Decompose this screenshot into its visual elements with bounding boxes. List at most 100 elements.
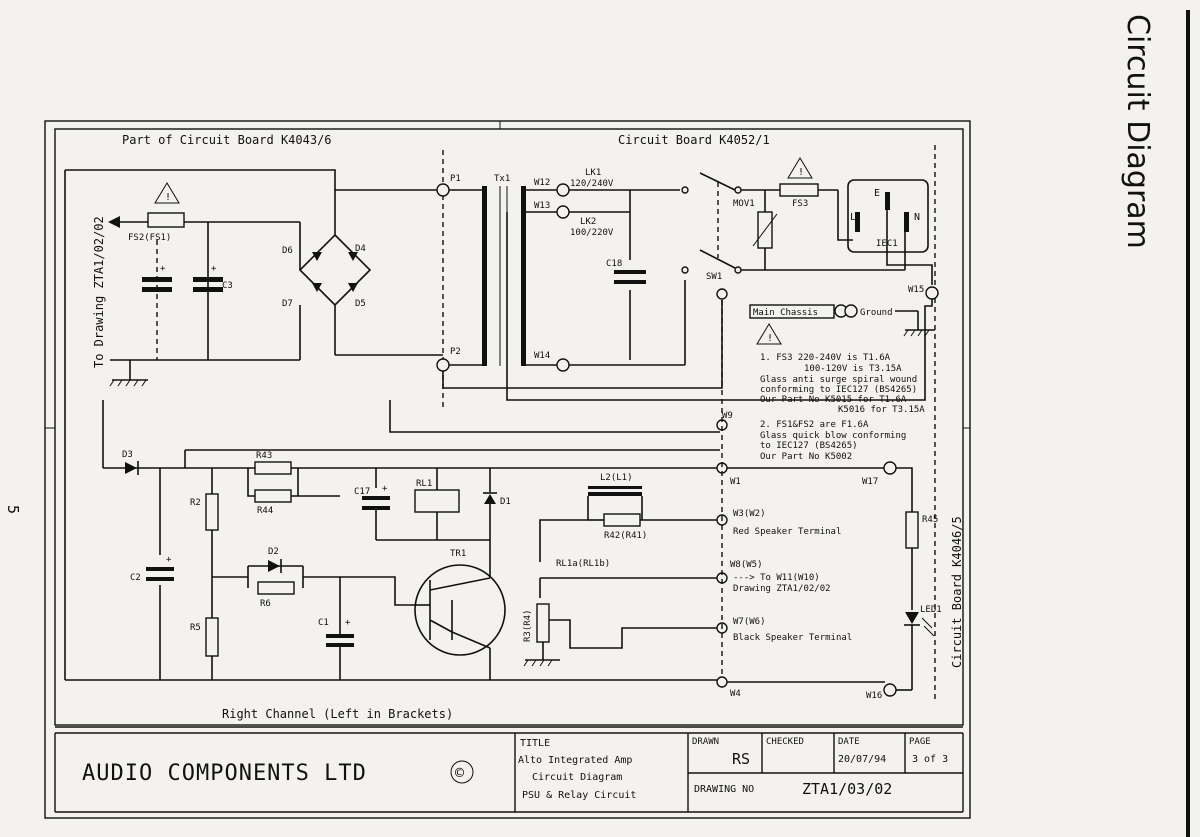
- notes-warning-icon: [756, 323, 782, 345]
- svg-text:P1: P1: [450, 174, 461, 184]
- node-p1: [436, 183, 450, 197]
- title-block: AUDIO COMPONENTS LTD © TITLE Alto Integr…: [54, 732, 964, 813]
- svg-text:D3: D3: [122, 450, 133, 460]
- svg-text:W9: W9: [722, 411, 733, 421]
- svg-text:LK1: LK1: [585, 168, 601, 178]
- svg-text:Circuit Diagram: Circuit Diagram: [532, 772, 622, 783]
- terminal-nodes: W9 W1 W3(W2) Red Speaker Terminal W8(W5)…: [716, 288, 885, 699]
- svg-text:+: +: [160, 264, 166, 274]
- svg-text:R6: R6: [260, 599, 271, 609]
- transformer-tx1: Tx1 W12 W13 W14: [482, 174, 563, 366]
- svg-text:DATE: DATE: [838, 737, 860, 747]
- svg-text:Alto Integrated Amp: Alto Integrated Amp: [518, 755, 632, 766]
- svg-text:!: !: [767, 333, 773, 344]
- relay-section: D3 C2 + R43 R44 R2 R5 D2 R6: [65, 400, 720, 681]
- svg-text:1. FS3 220-240V is T1.6A: 1. FS3 220-240V is T1.6A: [760, 353, 891, 363]
- svg-text:PAGE: PAGE: [909, 737, 931, 747]
- svg-text:Drawing ZTA1/02/02: Drawing ZTA1/02/02: [733, 584, 831, 594]
- svg-text:W12: W12: [534, 178, 550, 188]
- svg-text:CHECKED: CHECKED: [766, 737, 804, 747]
- svg-text:Black Speaker Terminal: Black Speaker Terminal: [733, 633, 852, 643]
- iec1-inlet: [847, 179, 929, 253]
- svg-text:100/220V: 100/220V: [570, 228, 614, 238]
- svg-text:Our Part No K5015 for T1.6A: Our Part No K5015 for T1.6A: [760, 395, 907, 405]
- to-drawing-label: To Drawing ZTA1/02/02: [92, 216, 106, 368]
- svg-text:C1: C1: [318, 618, 329, 628]
- svg-text:C17: C17: [354, 487, 370, 497]
- svg-text:D6: D6: [282, 246, 293, 256]
- svg-text:FS2(FS1): FS2(FS1): [128, 233, 171, 243]
- inner-frame: [54, 128, 964, 726]
- chassis-ground: Main Chassis Ground !: [442, 212, 935, 401]
- svg-text:Glass quick blow conforming: Glass quick blow conforming: [760, 431, 906, 441]
- svg-text:L: L: [850, 212, 856, 223]
- svg-text:C3: C3: [222, 281, 233, 291]
- svg-text:TITLE: TITLE: [520, 738, 550, 749]
- r42: [603, 513, 641, 527]
- rl1-coil: [414, 489, 460, 513]
- svg-text:R44: R44: [257, 506, 273, 516]
- psu-section: ! FS2(FS1) C3 + + D6 D4 D7 D5 P1 P2: [64, 169, 461, 680]
- svg-text:RL1a(RL1b): RL1a(RL1b): [556, 559, 610, 569]
- led-section: W17 W16 R45 LED1: [862, 461, 942, 701]
- bottom-note: Right Channel (Left in Brackets): [222, 707, 453, 721]
- svg-text:E: E: [874, 188, 880, 199]
- svg-text:2. FS1&FS2 are F1.6A: 2. FS1&FS2 are F1.6A: [760, 420, 869, 430]
- svg-text:conforming to IEC127 (BS4265): conforming to IEC127 (BS4265): [760, 385, 917, 395]
- svg-text:W13: W13: [534, 201, 550, 211]
- svg-text:C2: C2: [130, 573, 141, 583]
- svg-text:D4: D4: [355, 244, 366, 254]
- svg-text:P2: P2: [450, 347, 461, 357]
- fuse-notes: 1. FS3 220-240V is T1.6A 100-120V is T3.…: [760, 353, 925, 462]
- fs3-warning-icon: [787, 157, 813, 179]
- svg-text:20/07/94: 20/07/94: [838, 754, 886, 765]
- svg-text:+: +: [345, 618, 351, 628]
- r43: [254, 461, 292, 475]
- svg-text:Tx1: Tx1: [494, 174, 510, 184]
- page-number: 5: [4, 505, 22, 514]
- svg-text:FS3: FS3: [792, 199, 808, 209]
- svg-text:W17: W17: [862, 477, 878, 487]
- fs2-fuse: [147, 212, 185, 228]
- svg-text:Main Chassis: Main Chassis: [753, 308, 818, 318]
- fs3-fuse: [779, 183, 819, 197]
- svg-text:LED1: LED1: [920, 605, 942, 615]
- svg-text:ZTA1/03/02: ZTA1/03/02: [802, 780, 892, 798]
- r3: [536, 603, 550, 643]
- svg-text:W15: W15: [908, 285, 924, 295]
- svg-text:R5: R5: [190, 623, 201, 633]
- svg-text:DRAWN: DRAWN: [692, 737, 719, 747]
- r5: [205, 617, 219, 657]
- svg-text:PSU & Relay Circuit: PSU & Relay Circuit: [522, 790, 636, 801]
- r6: [257, 581, 295, 595]
- svg-text:K5016 for T3.15A: K5016 for T3.15A: [838, 405, 925, 415]
- svg-text:W1: W1: [730, 477, 741, 487]
- r44: [254, 489, 292, 503]
- svg-text:R45: R45: [922, 515, 938, 525]
- svg-text:©: ©: [455, 764, 465, 782]
- svg-text:Our Part No K5002: Our Part No K5002: [760, 452, 852, 462]
- right-board-label: Circuit Board K4052/1: [618, 133, 770, 147]
- svg-text:Ground: Ground: [860, 308, 893, 318]
- svg-text:MOV1: MOV1: [733, 199, 755, 209]
- mains-wiring: LK1 120/240V LK2 100/220V C18 MOV1 SW1 !…: [556, 157, 939, 372]
- r2: [205, 493, 219, 531]
- svg-text:Glass anti surge spiral wound: Glass anti surge spiral wound: [760, 375, 917, 385]
- outer-frame: [44, 120, 971, 819]
- svg-text:W14: W14: [534, 351, 550, 361]
- svg-text:to IEC127 (BS4265): to IEC127 (BS4265): [760, 441, 858, 451]
- svg-text:W16: W16: [866, 691, 882, 701]
- svg-text:RS: RS: [732, 750, 750, 768]
- svg-text:D2: D2: [268, 547, 279, 557]
- svg-text:3 of 3: 3 of 3: [912, 754, 948, 765]
- svg-text:W4: W4: [730, 689, 741, 699]
- svg-text:RL1: RL1: [416, 479, 432, 489]
- svg-text:N: N: [914, 212, 920, 223]
- svg-text:W3(W2): W3(W2): [733, 509, 766, 519]
- svg-text:R2: R2: [190, 498, 201, 508]
- left-board-label: Part of Circuit Board K4043/6: [122, 133, 332, 147]
- svg-text:W8(W5): W8(W5): [730, 560, 763, 570]
- svg-text:SW1: SW1: [706, 272, 722, 282]
- svg-text:120/240V: 120/240V: [570, 179, 614, 189]
